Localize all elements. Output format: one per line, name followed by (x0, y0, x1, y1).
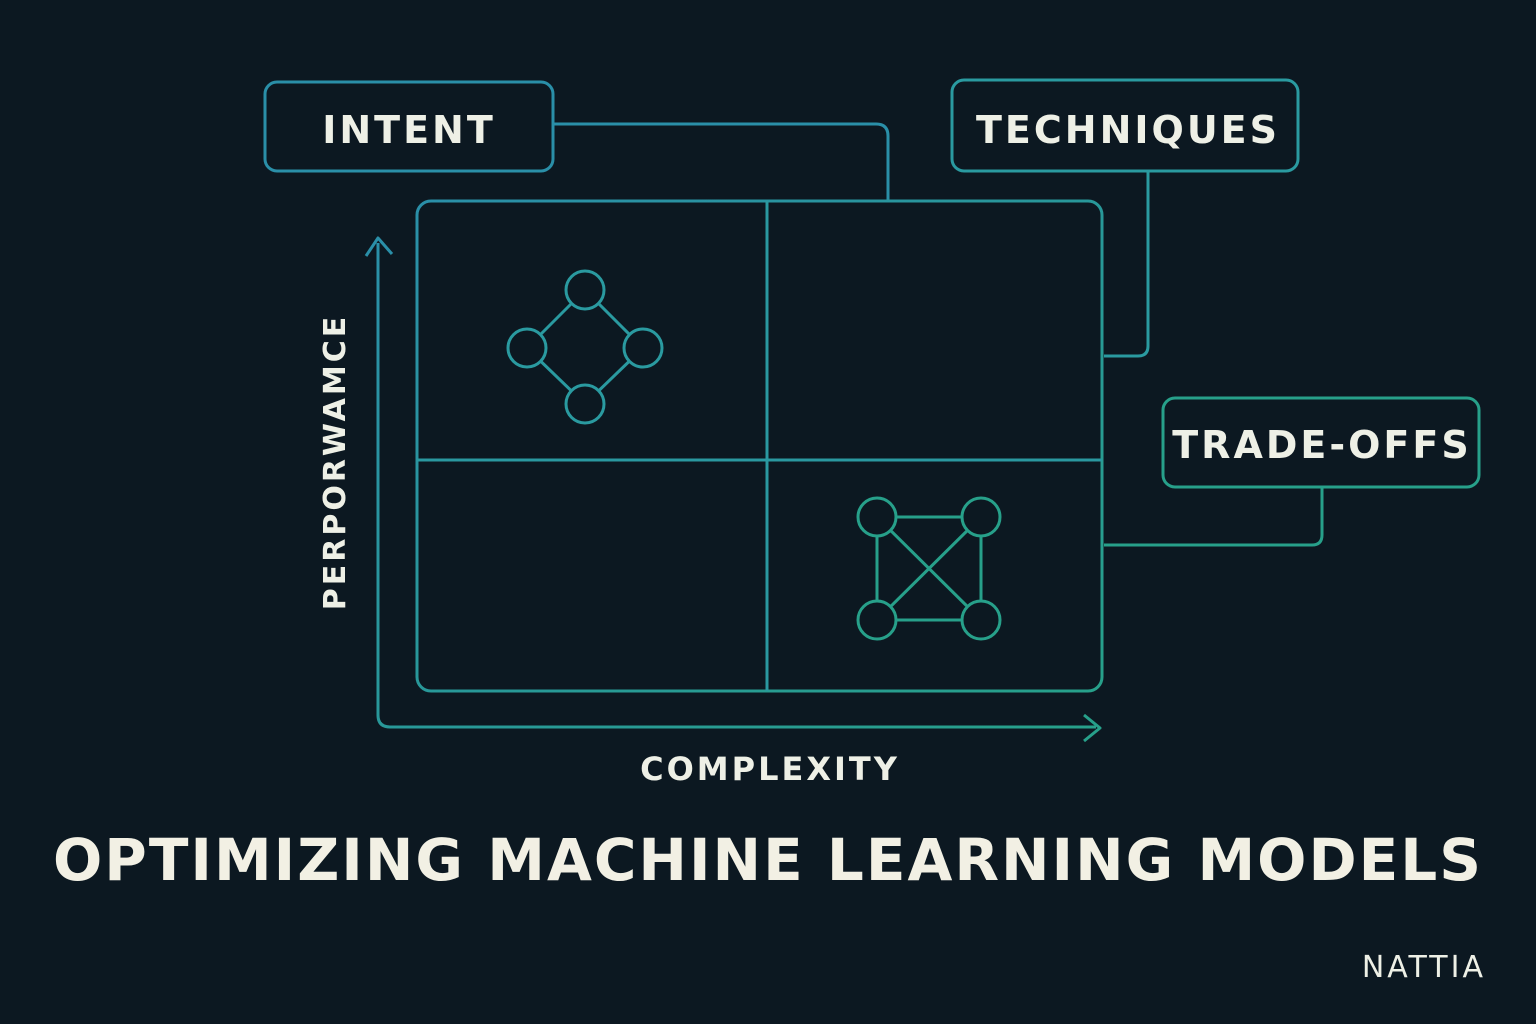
intent-box: INTENT (263, 80, 555, 173)
techniques-label: TECHNIQUES (976, 108, 1280, 152)
square-cross-network-icon (856, 496, 1002, 641)
techniques-connector (1104, 171, 1150, 358)
tradeoffs-label: TRADE-OFFS (1172, 423, 1471, 467)
y-axis-arrow-icon (364, 236, 394, 257)
x-axis-arrow-icon (1083, 713, 1102, 743)
brand-logo: NATTIA (1361, 950, 1486, 985)
diamond-network-icon (506, 269, 664, 425)
y-axis (364, 236, 1102, 743)
page-title: OPTIMIZING MACHINE LEARNING MODELS (53, 826, 1483, 894)
intent-label: INTENT (322, 108, 496, 152)
tradeoffs-box: TRADE-OFFS (1161, 396, 1481, 489)
x-axis-label: COMPLEXITY (640, 750, 900, 788)
techniques-box: TECHNIQUES (950, 78, 1300, 173)
y-axis-label: PERPORWAMCE (318, 314, 353, 611)
quadrant-grid (415, 199, 1104, 693)
tradeoffs-connector (1104, 487, 1324, 547)
intent-connector (553, 122, 890, 201)
